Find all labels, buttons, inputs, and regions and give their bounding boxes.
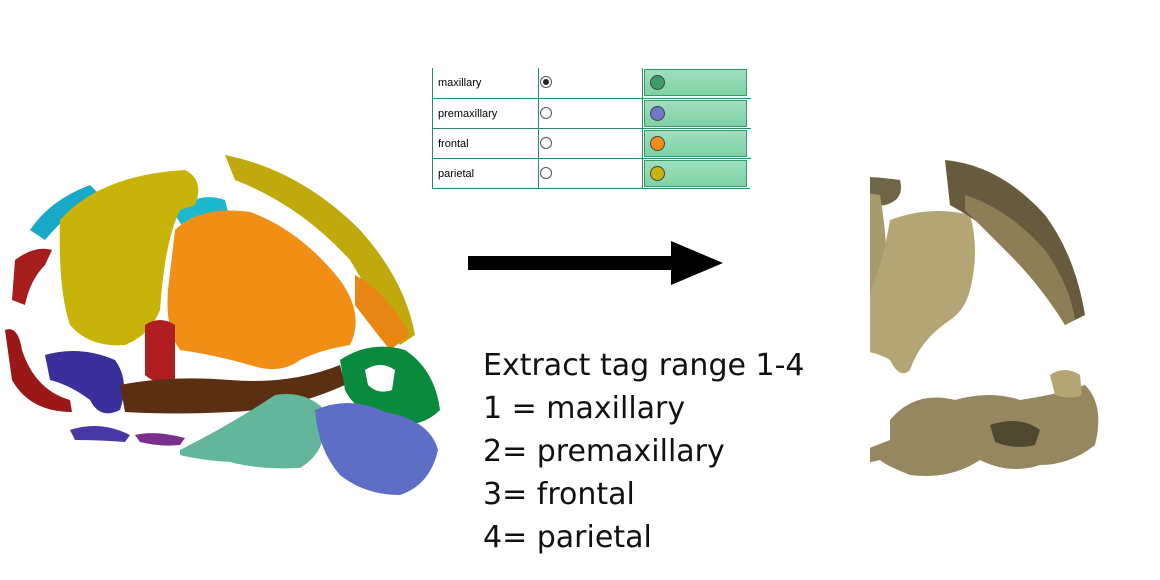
- tag-select-radio[interactable]: [540, 76, 552, 88]
- tag-select-radio[interactable]: [540, 137, 552, 149]
- column-divider: [538, 68, 539, 98]
- description-title: Extract tag range 1-4: [483, 348, 805, 383]
- column-divider: [538, 99, 539, 129]
- color-swatch: [650, 75, 665, 90]
- tag-row[interactable]: maxillary: [433, 68, 751, 98]
- column-divider: [538, 129, 539, 159]
- tag-row[interactable]: parietal: [433, 158, 751, 189]
- column-divider: [538, 159, 539, 189]
- tag-color-cell[interactable]: [644, 69, 747, 96]
- tag-name: maxillary: [438, 77, 482, 89]
- tag-row[interactable]: frontal: [433, 128, 751, 159]
- tag-name: frontal: [438, 138, 469, 150]
- column-divider: [642, 129, 643, 159]
- description-line: 1 = maxillary: [483, 391, 686, 426]
- segmented-skull-image: [5, 155, 440, 495]
- tag-color-cell[interactable]: [644, 160, 747, 187]
- column-divider: [642, 159, 643, 189]
- tag-select-radio[interactable]: [540, 107, 552, 119]
- column-divider: [642, 68, 643, 98]
- tag-color-cell[interactable]: [644, 100, 747, 127]
- tag-name: premaxillary: [438, 108, 498, 120]
- extraction-description: Extract tag range 1-4 1 = maxillary 2= p…: [483, 344, 804, 559]
- color-swatch: [650, 136, 665, 151]
- right-arrow-icon: [468, 241, 723, 285]
- description-line: 3= frontal: [483, 477, 635, 512]
- description-line: 4= parietal: [483, 520, 652, 555]
- tag-color-cell[interactable]: [644, 130, 747, 157]
- color-swatch: [650, 166, 665, 181]
- description-line: 2= premaxillary: [483, 434, 725, 469]
- tag-name: parietal: [438, 168, 475, 180]
- tag-row[interactable]: premaxillary: [433, 98, 751, 129]
- column-divider: [642, 99, 643, 129]
- extracted-skull-image: [870, 160, 1099, 476]
- tag-table: maxillary premaxillary frontal: [432, 68, 751, 189]
- tag-select-radio[interactable]: [540, 167, 552, 179]
- color-swatch: [650, 106, 665, 121]
